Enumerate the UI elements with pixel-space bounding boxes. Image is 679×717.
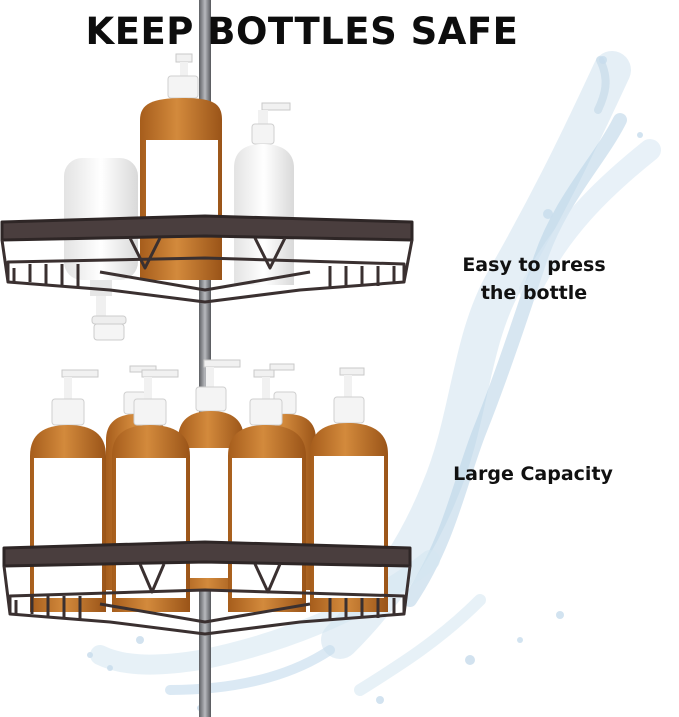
amber-bottle-front-2 [112, 369, 190, 612]
feature-easy-press: Easy to press the bottle [446, 251, 622, 307]
bottom-rack-shelf [2, 540, 412, 636]
top-shelf-bottles [64, 53, 294, 341]
feature-easy-press-line1: Easy to press [462, 254, 606, 276]
amber-bottle-front-3 [228, 369, 306, 612]
headline: KEEP BOTTLES SAFE [85, 10, 519, 53]
top-rack-shelf [0, 214, 414, 304]
bottom-shelf-bottles [30, 359, 388, 612]
inverted-bottle [64, 158, 138, 341]
feature-easy-press-line2: the bottle [480, 282, 588, 304]
amber-bottle-front-4 [310, 367, 388, 612]
feature-large-capacity: Large Capacity [453, 463, 613, 485]
amber-bottle-front-1 [30, 369, 106, 612]
